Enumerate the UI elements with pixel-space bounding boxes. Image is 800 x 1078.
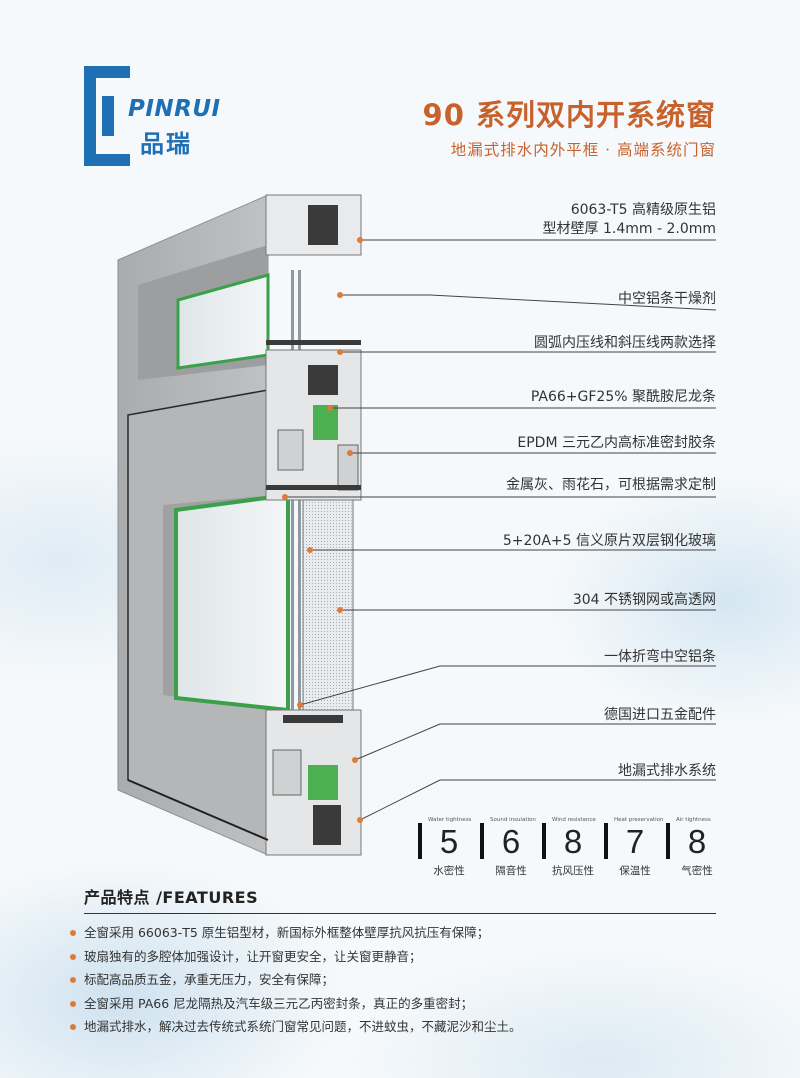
bullet-dot-icon bbox=[70, 930, 76, 936]
rating-value: 5 bbox=[439, 823, 459, 860]
feature-text: 全窗采用 66063-T5 原生铝型材，新国标外框整体壁厚抗风抗压有保障； bbox=[84, 925, 490, 940]
rating-divider bbox=[480, 823, 484, 859]
feature-item: 标配高品质五金，承重无压力，安全有保障； bbox=[68, 968, 522, 992]
rating-air-tightness: Air tightness 8 气密性 bbox=[666, 817, 728, 879]
feature-text: 标配高品质五金，承重无压力，安全有保障； bbox=[84, 972, 335, 987]
pinrui-logo-icon bbox=[84, 66, 130, 166]
rating-water-tightness: Water tightness 5 水密性 bbox=[418, 817, 480, 879]
callout-drainage: 地漏式排水系统 bbox=[618, 763, 716, 779]
window-cross-section-illustration bbox=[117, 194, 362, 856]
rating-value: 6 bbox=[501, 823, 521, 860]
bullet-dot-icon bbox=[70, 977, 76, 983]
rating-label-en: Water tightness bbox=[428, 817, 472, 823]
callout-mesh: 304 不锈钢网或高透网 bbox=[572, 592, 716, 608]
feature-item: 玻扇独有的多腔体加强设计，让开窗更安全，让关窗更静音； bbox=[68, 945, 522, 969]
rating-label-en: Sound insulation bbox=[490, 817, 536, 823]
rating-value: 8 bbox=[687, 823, 707, 860]
features-list: 全窗采用 66063-T5 原生铝型材，新国标外框整体壁厚抗风抗压有保障； 玻扇… bbox=[68, 921, 522, 1039]
rating-value: 8 bbox=[563, 823, 583, 860]
callout-desiccant: 中空铝条干燥剂 bbox=[618, 291, 716, 307]
callout-hardware: 德国进口五金配件 bbox=[604, 707, 716, 723]
rating-divider bbox=[666, 823, 670, 859]
rating-heat-preservation: Heat preservation 7 保温性 bbox=[604, 817, 666, 879]
rating-wind-resistance: Wind resistance 8 抗风压性 bbox=[542, 817, 604, 879]
bullet-dot-icon bbox=[70, 953, 76, 960]
rating-label-en: Wind resistance bbox=[552, 817, 596, 823]
rating-divider bbox=[604, 823, 608, 859]
feature-text: 全窗采用 PA66 尼龙隔热及汽车级三元乙丙密封条，真正的多重密封； bbox=[84, 995, 474, 1011]
feature-text: 玻扇独有的多腔体加强设计，让开窗更安全，让关窗更静音； bbox=[84, 948, 422, 964]
features-divider bbox=[84, 913, 716, 914]
rating-label-cn: 水密性 bbox=[433, 865, 465, 877]
page-title: 90 系列双内开系统窗 bbox=[422, 98, 716, 132]
feature-item: 全窗采用 66063-T5 原生铝型材，新国标外框整体壁厚抗风抗压有保障； bbox=[68, 921, 522, 945]
callout-color-options: 金属灰、雨花石，可根据需求定制 bbox=[506, 477, 716, 493]
bullet-dot-icon bbox=[70, 1024, 76, 1030]
callout-glass: 5+20A+5 信义原片双层钢化玻璃 bbox=[502, 533, 716, 549]
page-subtitle: 地漏式排水内外平框 · 高端系统门窗 bbox=[450, 141, 716, 159]
feature-item: 地漏式排水，解决过去传统式系统门窗常见问题，不进蚊虫，不藏泥沙和尘土。 bbox=[68, 1015, 522, 1039]
rating-label-en: Heat preservation bbox=[614, 817, 664, 823]
rating-label-cn: 气密性 bbox=[681, 865, 713, 877]
callout-aluminum-line1: 6063-T5 高精级原生铝 bbox=[570, 202, 716, 218]
rating-label-cn: 抗风压性 bbox=[552, 865, 594, 877]
performance-ratings: Water tightness 5 水密性 Sound insulation 6… bbox=[418, 817, 728, 879]
callout-spacer-bar: 一体折弯中空铝条 bbox=[604, 649, 716, 665]
callout-pressing-line: 圆弧内压线和斜压线两款选择 bbox=[534, 335, 716, 351]
rating-sound-insulation: Sound insulation 6 隔音性 bbox=[480, 817, 542, 879]
rating-divider bbox=[418, 823, 422, 859]
callout-aluminum-line2: 型材壁厚 1.4mm - 2.0mm bbox=[542, 221, 716, 237]
rating-divider bbox=[542, 823, 546, 859]
feature-item: 全窗采用 PA66 尼龙隔热及汽车级三元乙丙密封条，真正的多重密封； bbox=[68, 992, 522, 1016]
rating-label-cn: 隔音性 bbox=[495, 865, 527, 877]
callout-nylon-strip: PA66+GF25% 聚酰胺尼龙条 bbox=[530, 389, 716, 405]
feature-text: 地漏式排水，解决过去传统式系统门窗常见问题，不进蚊虫，不藏泥沙和尘土。 bbox=[84, 1019, 522, 1034]
bullet-dot-icon bbox=[70, 1000, 76, 1007]
brand-name-cn: 品瑞 bbox=[140, 130, 192, 158]
brand-name-en: PINRUI bbox=[128, 96, 221, 122]
callout-epdm-seal: EPDM 三元乙内高标准密封胶条 bbox=[517, 435, 716, 451]
rating-value: 7 bbox=[625, 823, 645, 860]
rating-label-en: Air tightness bbox=[676, 817, 711, 823]
features-heading: 产品特点 /FEATURES bbox=[84, 888, 259, 907]
callout-aluminum: 6063-T5 高精级原生铝 型材壁厚 1.4mm - 2.0mm bbox=[543, 201, 716, 239]
rating-label-cn: 保温性 bbox=[619, 865, 651, 877]
